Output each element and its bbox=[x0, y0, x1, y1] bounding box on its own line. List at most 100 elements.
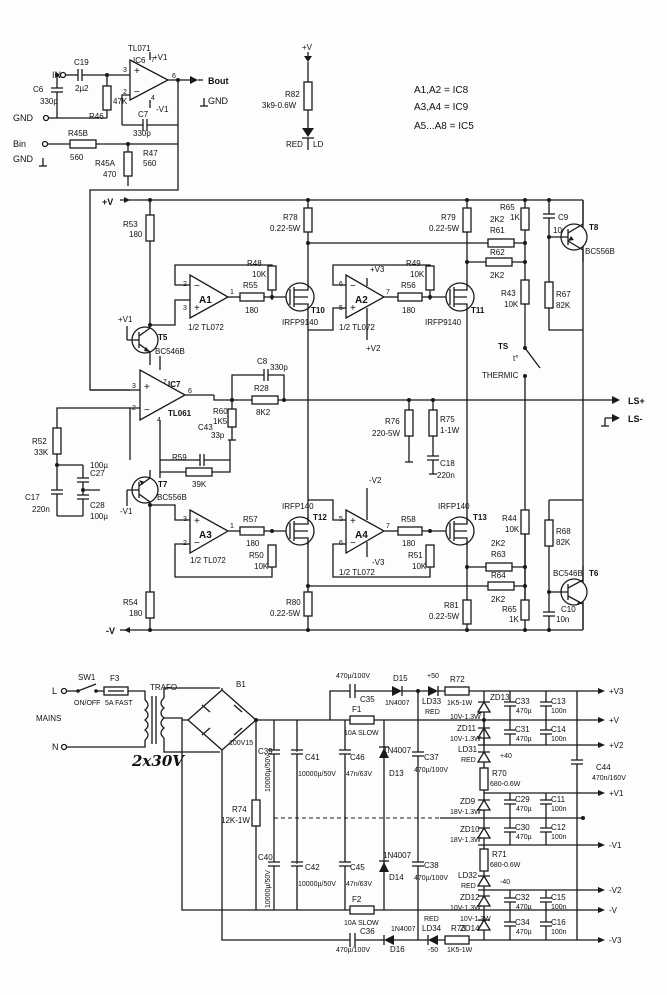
psu-r70v-label: 680-0.6W bbox=[490, 781, 521, 788]
psu-sw1v-label: ON/OFF bbox=[74, 700, 100, 707]
amp-t5v-label: BC546B bbox=[155, 347, 185, 356]
psu-c14v-label: 100n bbox=[551, 736, 567, 743]
psu-c29-label: C29 bbox=[515, 795, 530, 804]
input-buffer: IN C19 2µ2 C6 330p 47K R46 GND + − 3 2 6… bbox=[13, 44, 229, 391]
pin-label: 4 bbox=[157, 417, 161, 424]
led-ld-label: LD bbox=[313, 140, 323, 149]
pin-label: 7 bbox=[386, 289, 390, 296]
pin-label: 4 bbox=[151, 95, 155, 102]
amp-r75-label: R75 bbox=[440, 415, 455, 424]
psu-c45v-label: 47n/63V bbox=[346, 881, 372, 888]
amp-c28v-label: 100µ bbox=[90, 512, 108, 521]
psu-c11v-label: 100n bbox=[551, 806, 567, 813]
amp-r79-label: R79 bbox=[441, 213, 456, 222]
input-c19v-label: 2µ2 bbox=[75, 84, 89, 93]
psu-d15-label: D15 bbox=[393, 674, 408, 683]
psu-c32-label: C32 bbox=[515, 893, 530, 902]
pin-label: 7 bbox=[163, 379, 167, 386]
pin-label: − bbox=[134, 87, 140, 98]
amp-t11-label: T11 bbox=[471, 306, 485, 315]
input-c6v-label: 330p bbox=[40, 97, 58, 106]
amp-c27-label: C27 bbox=[90, 469, 105, 478]
amp-r64-label: R64 bbox=[491, 571, 506, 580]
ic-tl072-label: 1/2 TL072 bbox=[339, 323, 375, 332]
psu-red-label: RED bbox=[461, 883, 476, 890]
psu-c12-label: C12 bbox=[551, 823, 566, 832]
psu-c46v-label: 47n/63V bbox=[346, 771, 372, 778]
ports-gnd-label: GND bbox=[13, 113, 34, 123]
psu-d16v-label: 1N4007 bbox=[391, 926, 416, 933]
pin-label: 1 bbox=[230, 289, 234, 296]
ports-minus-v3-label: -V3 bbox=[372, 558, 385, 567]
ports-plus-v2-label: +V2 bbox=[366, 344, 381, 353]
amp-r49-label: R49 bbox=[406, 259, 421, 268]
psu-c39-label: C39 bbox=[258, 747, 273, 756]
amp-r53-label: R53 bbox=[123, 220, 138, 229]
amp-r81v-label: 0.22-5W bbox=[429, 612, 460, 621]
amp-r60v-label: 1K5 bbox=[213, 417, 228, 426]
amp-r56-label: R56 bbox=[401, 281, 416, 290]
ports-plus-v-label: +V bbox=[102, 197, 113, 207]
amp-r52v-label: 33K bbox=[34, 448, 49, 457]
amp-t13v-label: IRFP140 bbox=[438, 502, 470, 511]
input-c19-label: C19 bbox=[74, 58, 89, 67]
ports-gnd-label: GND bbox=[208, 96, 229, 106]
psu-c37-label: C37 bbox=[424, 753, 439, 762]
psu-p50-label: +50 bbox=[427, 673, 439, 680]
amp-r76v-label: 220-5W bbox=[372, 429, 400, 438]
amp-t10v-label: IRFP9140 bbox=[282, 318, 319, 327]
amp-r62v-label: 2K2 bbox=[490, 271, 505, 280]
ic-a1-label: A1 bbox=[199, 295, 212, 306]
psu-zd14v-label: 10V-1.3W bbox=[460, 916, 491, 923]
input-r45bv-label: 560 bbox=[70, 153, 84, 162]
amp-r48-label: R48 bbox=[247, 259, 262, 268]
amp-r55-label: R55 bbox=[243, 281, 258, 290]
ic-a2-label: A2 bbox=[355, 295, 368, 306]
psu-c37v-label: 470µ/100V bbox=[414, 767, 448, 774]
pin-label: 6 bbox=[188, 388, 192, 395]
amp-r44v-label: 10K bbox=[505, 525, 520, 534]
amp-c43v-label: 33p bbox=[211, 431, 225, 440]
psu-c30-label: C30 bbox=[515, 823, 530, 832]
input-c7-label: C7 bbox=[138, 110, 149, 119]
amp-t10-label: T10 bbox=[311, 306, 325, 315]
amp-t5-label: T5 bbox=[158, 333, 168, 342]
amp-r52-label: R52 bbox=[32, 437, 47, 446]
legend-l3-label: A5...A8 = IC5 bbox=[414, 121, 474, 132]
psu-r72-label: R72 bbox=[450, 675, 465, 684]
psu-c13v-label: 100n bbox=[551, 708, 567, 715]
pin-label: 2 bbox=[123, 89, 127, 96]
amp-r48v-label: 10K bbox=[252, 270, 267, 279]
amp-r54-label: R54 bbox=[123, 598, 138, 607]
pin-label: − bbox=[194, 281, 200, 292]
pin-label: − bbox=[144, 405, 150, 416]
psu-c40v-label: 10000µ/50V bbox=[265, 870, 272, 908]
amp-c17v-label: 220n bbox=[32, 505, 50, 514]
psu-f1v-label: 10A SLOW bbox=[344, 730, 379, 737]
legend-l2-label: A3,A4 = IC9 bbox=[414, 102, 469, 113]
amp-r63-label: R63 bbox=[491, 550, 506, 559]
amp-c10v-label: 10n bbox=[556, 615, 569, 624]
ports-ls-minus-label: LS- bbox=[628, 414, 643, 424]
lower-driver: T7 BC556B -V1 R54 180 + − 3 2 1 A3 1/2 T… bbox=[120, 470, 599, 630]
psu-c16-label: C16 bbox=[551, 918, 566, 927]
ports-plus-v-label: +V bbox=[609, 716, 620, 725]
psu-c35v-label: 470µ/100V bbox=[336, 673, 370, 680]
amp-r65-label: R65 bbox=[500, 203, 515, 212]
amp-thermic-label: THERMIC bbox=[482, 371, 519, 380]
input-r47-label: R47 bbox=[143, 149, 158, 158]
psu-m40-label: -40 bbox=[500, 879, 510, 886]
upper-driver: R53 180 T5 BC546B +V1 − + 2 3 1 A1 1/2 T… bbox=[118, 200, 615, 630]
psu-c12v-label: 100n bbox=[551, 834, 567, 841]
ports-mains-label: MAINS bbox=[36, 714, 61, 723]
pin-label: + bbox=[350, 516, 356, 527]
psu-c16v-label: 100n bbox=[551, 929, 567, 936]
amp-c17-label: C17 bbox=[25, 493, 40, 502]
psu-zd11v-label: 10V-1.3W bbox=[450, 736, 481, 743]
psu-r70-label: R70 bbox=[492, 769, 507, 778]
amp-r49v-label: 10K bbox=[410, 270, 425, 279]
amp-t6-label: T6 bbox=[589, 569, 599, 578]
psu-c41-label: C41 bbox=[305, 753, 320, 762]
ports-plus-v1-label: +V1 bbox=[118, 315, 133, 324]
psu-red-label: RED bbox=[425, 709, 440, 716]
